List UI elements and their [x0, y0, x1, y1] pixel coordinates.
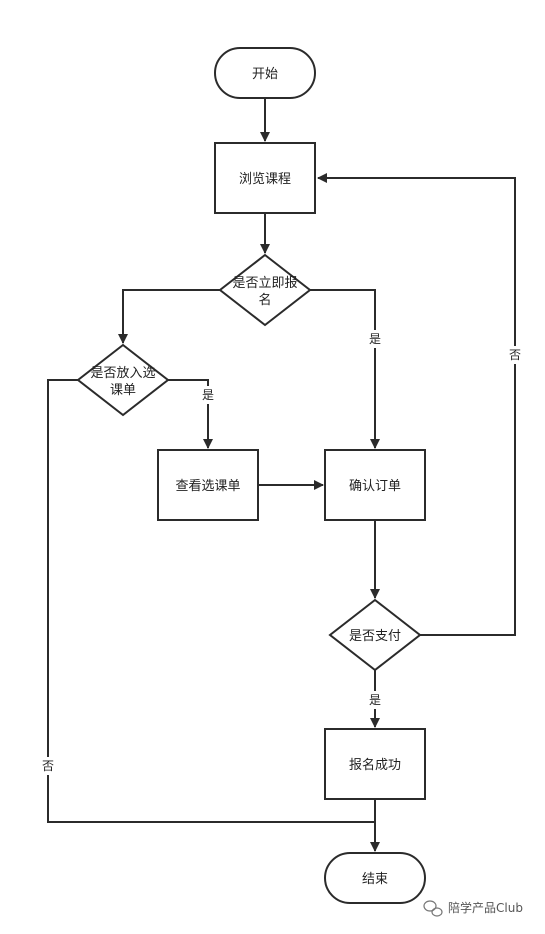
node-enroll-success: 报名成功 [324, 728, 426, 800]
edge-enroll-yes-confirm [310, 289, 380, 449]
node-browse: 浏览课程 [214, 142, 316, 214]
edge-cart-no-end [47, 379, 375, 823]
wechat-icon [423, 900, 443, 917]
label-pay-no: 否 [509, 348, 521, 362]
node-end-label: 结束 [362, 872, 388, 887]
node-start-label: 开始 [252, 67, 278, 82]
label-cart-yes: 是 [202, 388, 214, 402]
node-decide-cart: 是否放入选 课单 [76, 343, 170, 417]
edge-pay-no-browse [317, 173, 516, 636]
label-pay-yes: 是 [369, 693, 381, 707]
watermark: 陪学产品Club [423, 900, 523, 917]
node-decide-enroll: 是否立即报 名 [218, 253, 312, 327]
node-enroll-success-label: 报名成功 [349, 757, 401, 773]
label-enroll-yes: 是 [369, 332, 381, 346]
node-decide-pay: 是否支付 [328, 598, 422, 672]
node-decide-cart-line1: 是否放入选 [90, 366, 155, 381]
node-confirm-order-label: 确认订单 [349, 479, 401, 494]
node-decide-cart-line2: 课单 [110, 383, 136, 398]
edge-cart-yes-view [168, 379, 213, 449]
node-confirm-order: 确认订单 [324, 449, 426, 521]
edge-enroll-to-cart [118, 289, 220, 344]
node-decide-enroll-line1: 是否立即报 [232, 276, 297, 291]
node-decide-pay-label: 是否支付 [349, 629, 401, 644]
node-decide-enroll-line2: 名 [258, 292, 271, 308]
node-view-cart-label: 查看选课单 [175, 478, 240, 494]
label-cart-no: 否 [42, 759, 54, 773]
node-browse-label: 浏览课程 [239, 171, 291, 187]
watermark-text: 陪学产品Club [448, 900, 523, 915]
node-start: 开始 [214, 47, 316, 99]
node-view-cart: 查看选课单 [157, 449, 259, 521]
node-end: 结束 [324, 852, 426, 904]
